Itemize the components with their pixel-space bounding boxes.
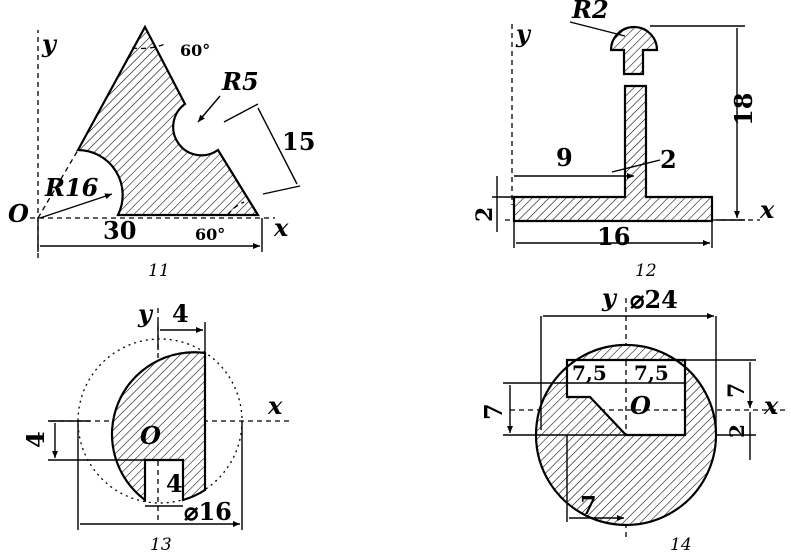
- radius-r5-label-11: R5: [221, 67, 259, 96]
- origin-label-14: O: [630, 391, 651, 420]
- left-height-label-14: 7: [479, 403, 508, 420]
- right-height-label-14: 7: [724, 383, 750, 398]
- caption-11: 11: [148, 261, 170, 281]
- angle-arc-top: [131, 43, 166, 50]
- r2-leader: [569, 21, 626, 37]
- dim-15-line: [257, 107, 298, 185]
- left-offset-label-13: 4: [21, 431, 50, 448]
- ext-line: [223, 103, 259, 123]
- diameter-label-13: ⌀16: [184, 497, 232, 526]
- left-half-label-14: 7,5: [572, 361, 607, 385]
- web-thickness-label-12: 2: [660, 145, 677, 174]
- dim-2-web-line: [611, 159, 661, 173]
- x-axis-label-13: x: [267, 391, 283, 420]
- construction-line: [37, 149, 79, 219]
- ext-line: [262, 185, 301, 195]
- origin-label-13: O: [140, 421, 161, 450]
- caption-13: 13: [150, 535, 172, 554]
- half-width-label-12: 9: [556, 143, 573, 172]
- origin-label-11: O: [8, 199, 29, 228]
- flange-thickness-label-12: 2: [472, 207, 498, 222]
- x-axis-label-12: x: [759, 195, 775, 224]
- height-label-12: 18: [729, 93, 758, 126]
- circle-segment-shape-13: [110, 351, 207, 503]
- radius-r16-label-11: R16: [44, 173, 99, 202]
- width-label-12: 16: [597, 222, 630, 251]
- caption-14: 14: [670, 535, 692, 554]
- y-axis-label-13: y: [137, 299, 154, 328]
- right-half-label-14: 7,5: [634, 361, 669, 385]
- bottom-width-label-14: 7: [580, 491, 597, 520]
- r16-leader: [39, 193, 113, 219]
- diameter-label-14: ⌀24: [630, 285, 678, 314]
- t-section-shape-12: [512, 84, 714, 223]
- y-axis-label-12: y: [515, 19, 532, 48]
- y-axis-label-14: y: [601, 283, 618, 312]
- x-axis-label-11: x: [273, 213, 289, 242]
- radius-r2-label-12: R2: [571, 0, 609, 24]
- sector-shape-11: [76, 24, 260, 217]
- right-low-label-14: 2: [725, 424, 749, 438]
- base-length-label-11: 30: [103, 216, 136, 245]
- figure-13: y x O 4 4 4 ⌀16 13: [21, 299, 290, 554]
- figure-14: y x O ⌀24 7,5 7,5 7 7 2 7 14: [479, 283, 785, 554]
- x-axis-label-14: x: [763, 391, 779, 420]
- top-offset-label-13: 4: [172, 299, 189, 328]
- side-length-label-11: 15: [282, 127, 315, 156]
- rivet-head-12: [609, 25, 659, 76]
- y-axis-label-11: y: [41, 29, 58, 58]
- figure-11: y x O 60° 60° R5 R16 15 30 11: [8, 24, 315, 281]
- angle-top-label-11: 60°: [180, 41, 210, 60]
- figure-12: y x R2 18 9 2 2 16 12: [472, 0, 775, 281]
- angle-arc-bottom: [227, 201, 245, 216]
- r5-leader: [197, 95, 221, 123]
- notch-label-13: 4: [166, 469, 183, 498]
- caption-12: 12: [635, 261, 657, 281]
- angle-bottom-label-11: 60°: [195, 225, 225, 244]
